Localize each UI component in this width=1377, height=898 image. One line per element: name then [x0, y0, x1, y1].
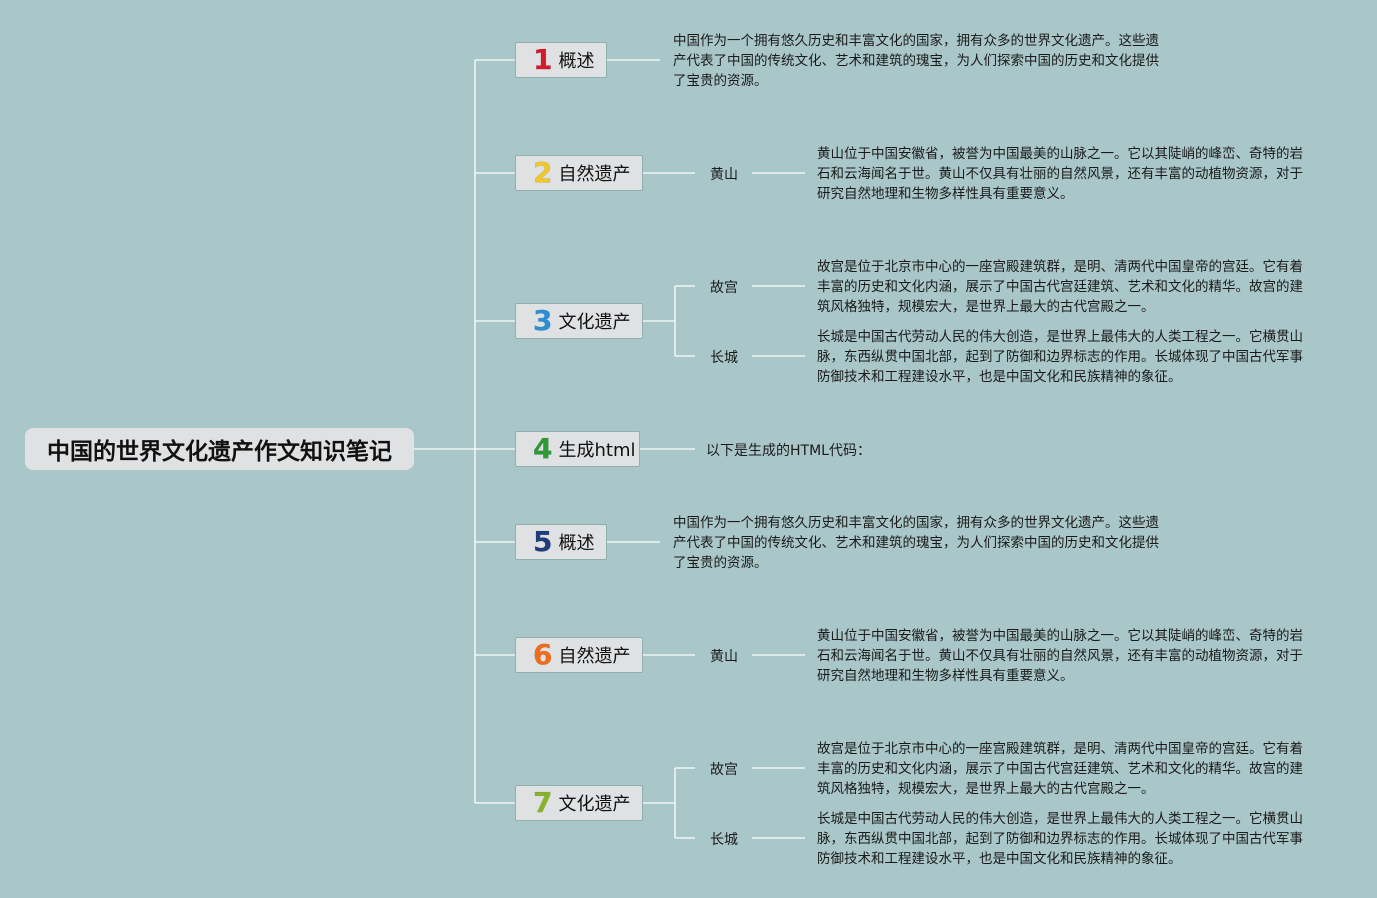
- huangshan-description: 黄山位于中国安徽省，被誉为中国最美的山脉之一。它以其陡峭的峰峦、奇特的岩石和云海…: [817, 146, 1303, 202]
- subtopic-forbidden-city[interactable]: 故宫: [710, 762, 738, 778]
- huangshan-description: 黄山位于中国安徽省，被誉为中国最美的山脉之一。它以其陡峭的峰峦、奇特的岩石和云海…: [817, 628, 1303, 684]
- root-title: 中国的世界文化遗产作文知识笔记: [47, 439, 392, 465]
- branch-label: 文化遗产: [558, 312, 631, 333]
- number-4-icon: 4: [533, 432, 553, 465]
- subtopic-forbidden-city[interactable]: 故宫: [710, 280, 738, 296]
- subtopic-great-wall[interactable]: 长城: [710, 350, 738, 366]
- forbidden-city-description: 故宫是位于北京市中心的一座宫殿建筑群，是明、清两代中国皇帝的宫廷。它有着丰富的历…: [817, 741, 1303, 797]
- branch-7-cultural-heritage[interactable]: 7 文化遗产: [515, 785, 643, 821]
- number-7-icon: 7: [533, 786, 553, 819]
- subtopic-huangshan[interactable]: 黄山: [710, 649, 738, 665]
- branch-label: 自然遗产: [558, 646, 631, 667]
- root-topic[interactable]: 中国的世界文化遗产作文知识笔记: [25, 428, 414, 470]
- number-1-icon: 1: [533, 43, 553, 76]
- branch-label: 自然遗产: [558, 164, 631, 185]
- branch-label: 生成html: [558, 440, 636, 461]
- branch-5-overview[interactable]: 5 概述: [515, 524, 607, 560]
- number-3-icon: 3: [533, 304, 553, 337]
- great-wall-description: 长城是中国古代劳动人民的伟大创造，是世界上最伟大的人类工程之一。它横贯山脉，东西…: [817, 329, 1303, 385]
- great-wall-description: 长城是中国古代劳动人民的伟大创造，是世界上最伟大的人类工程之一。它横贯山脉，东西…: [817, 811, 1303, 867]
- branch-2-natural-heritage[interactable]: 2 自然遗产: [515, 155, 643, 191]
- forbidden-city-description: 故宫是位于北京市中心的一座宫殿建筑群，是明、清两代中国皇帝的宫廷。它有着丰富的历…: [817, 259, 1303, 315]
- subtopic-huangshan[interactable]: 黄山: [710, 167, 738, 183]
- branch-label: 文化遗产: [558, 794, 631, 815]
- number-6-icon: 6: [533, 638, 553, 671]
- branch-4-generate-html[interactable]: 4 生成html: [515, 431, 640, 467]
- branch-5-description: 中国作为一个拥有悠久历史和丰富文化的国家，拥有众多的世界文化遗产。这些遗产代表了…: [673, 515, 1159, 571]
- generate-html-note: 以下是生成的HTML代码：: [706, 443, 871, 459]
- number-2-icon: 2: [533, 156, 553, 189]
- branch-1-overview[interactable]: 1 概述: [515, 42, 607, 78]
- subtopic-great-wall[interactable]: 长城: [710, 832, 738, 848]
- branch-label: 概述: [558, 51, 595, 72]
- branch-3-cultural-heritage[interactable]: 3 文化遗产: [515, 303, 643, 339]
- branch-label: 概述: [558, 533, 595, 554]
- number-5-icon: 5: [533, 525, 553, 558]
- branch-1-description: 中国作为一个拥有悠久历史和丰富文化的国家，拥有众多的世界文化遗产。这些遗产代表了…: [673, 33, 1159, 89]
- branch-6-natural-heritage[interactable]: 6 自然遗产: [515, 637, 643, 673]
